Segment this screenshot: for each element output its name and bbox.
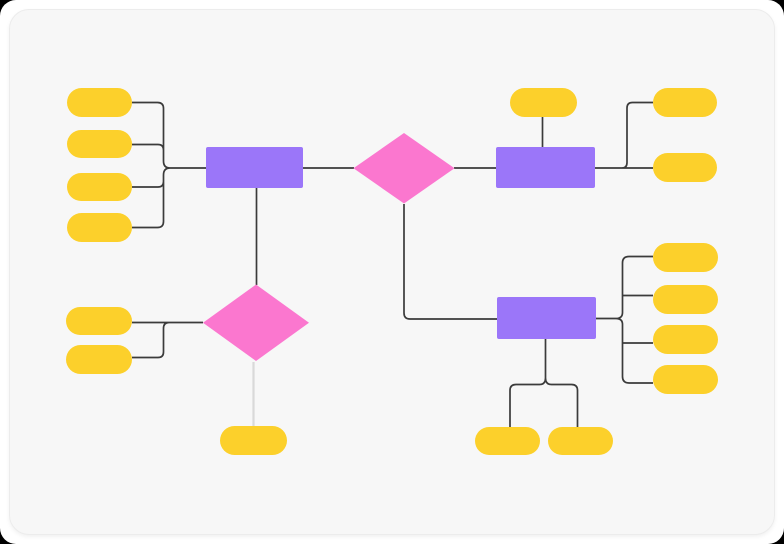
attribute-pill-bottom-middle-1[interactable] (475, 427, 540, 455)
edge-entity-bottomright-to-right-pills-bus[interactable] (596, 255, 653, 384)
attribute-pill-bottom-left-1[interactable] (66, 307, 132, 335)
relationship-diamond-top[interactable] (353, 133, 455, 204)
edge-diamond-top-to-entity-bottomright[interactable] (403, 204, 497, 320)
nodes-layer (66, 88, 718, 455)
entity-rect-bottom-right[interactable] (497, 297, 596, 339)
attribute-pill-left-4[interactable] (67, 213, 132, 242)
edge-bottomleft-pills-to-diamond[interactable] (132, 321, 203, 359)
attribute-pill-left-1[interactable] (67, 88, 132, 117)
relationship-diamond-bottom-left[interactable] (203, 284, 309, 362)
attribute-pill-top-middle[interactable] (510, 88, 577, 117)
edge-left-pills-bus-to-entity[interactable] (132, 101, 206, 229)
attribute-pill-below-diamond[interactable] (220, 426, 287, 455)
attribute-pill-left-2[interactable] (67, 130, 132, 158)
attribute-pill-right-top-1[interactable] (653, 88, 717, 117)
attribute-pill-right-bottom-2[interactable] (653, 285, 718, 314)
attribute-pill-bottom-middle-2[interactable] (548, 427, 613, 455)
edge-entity-bottomright-to-bottom-pills-split[interactable] (509, 339, 579, 427)
attribute-pill-right-top-2[interactable] (653, 153, 717, 182)
entity-rect-top-left[interactable] (206, 147, 303, 188)
attribute-pill-right-bottom-1[interactable] (653, 243, 718, 272)
attribute-pill-right-bottom-4[interactable] (653, 365, 718, 394)
attribute-pill-bottom-left-2[interactable] (66, 345, 132, 374)
edge-entity-topright-to-right-pills[interactable] (595, 101, 653, 169)
entity-rect-top-right[interactable] (496, 147, 595, 188)
canvas-panel (9, 9, 775, 535)
attribute-pill-right-bottom-3[interactable] (653, 325, 718, 354)
attribute-pill-left-3[interactable] (67, 173, 132, 201)
edges-layer (132, 101, 653, 427)
